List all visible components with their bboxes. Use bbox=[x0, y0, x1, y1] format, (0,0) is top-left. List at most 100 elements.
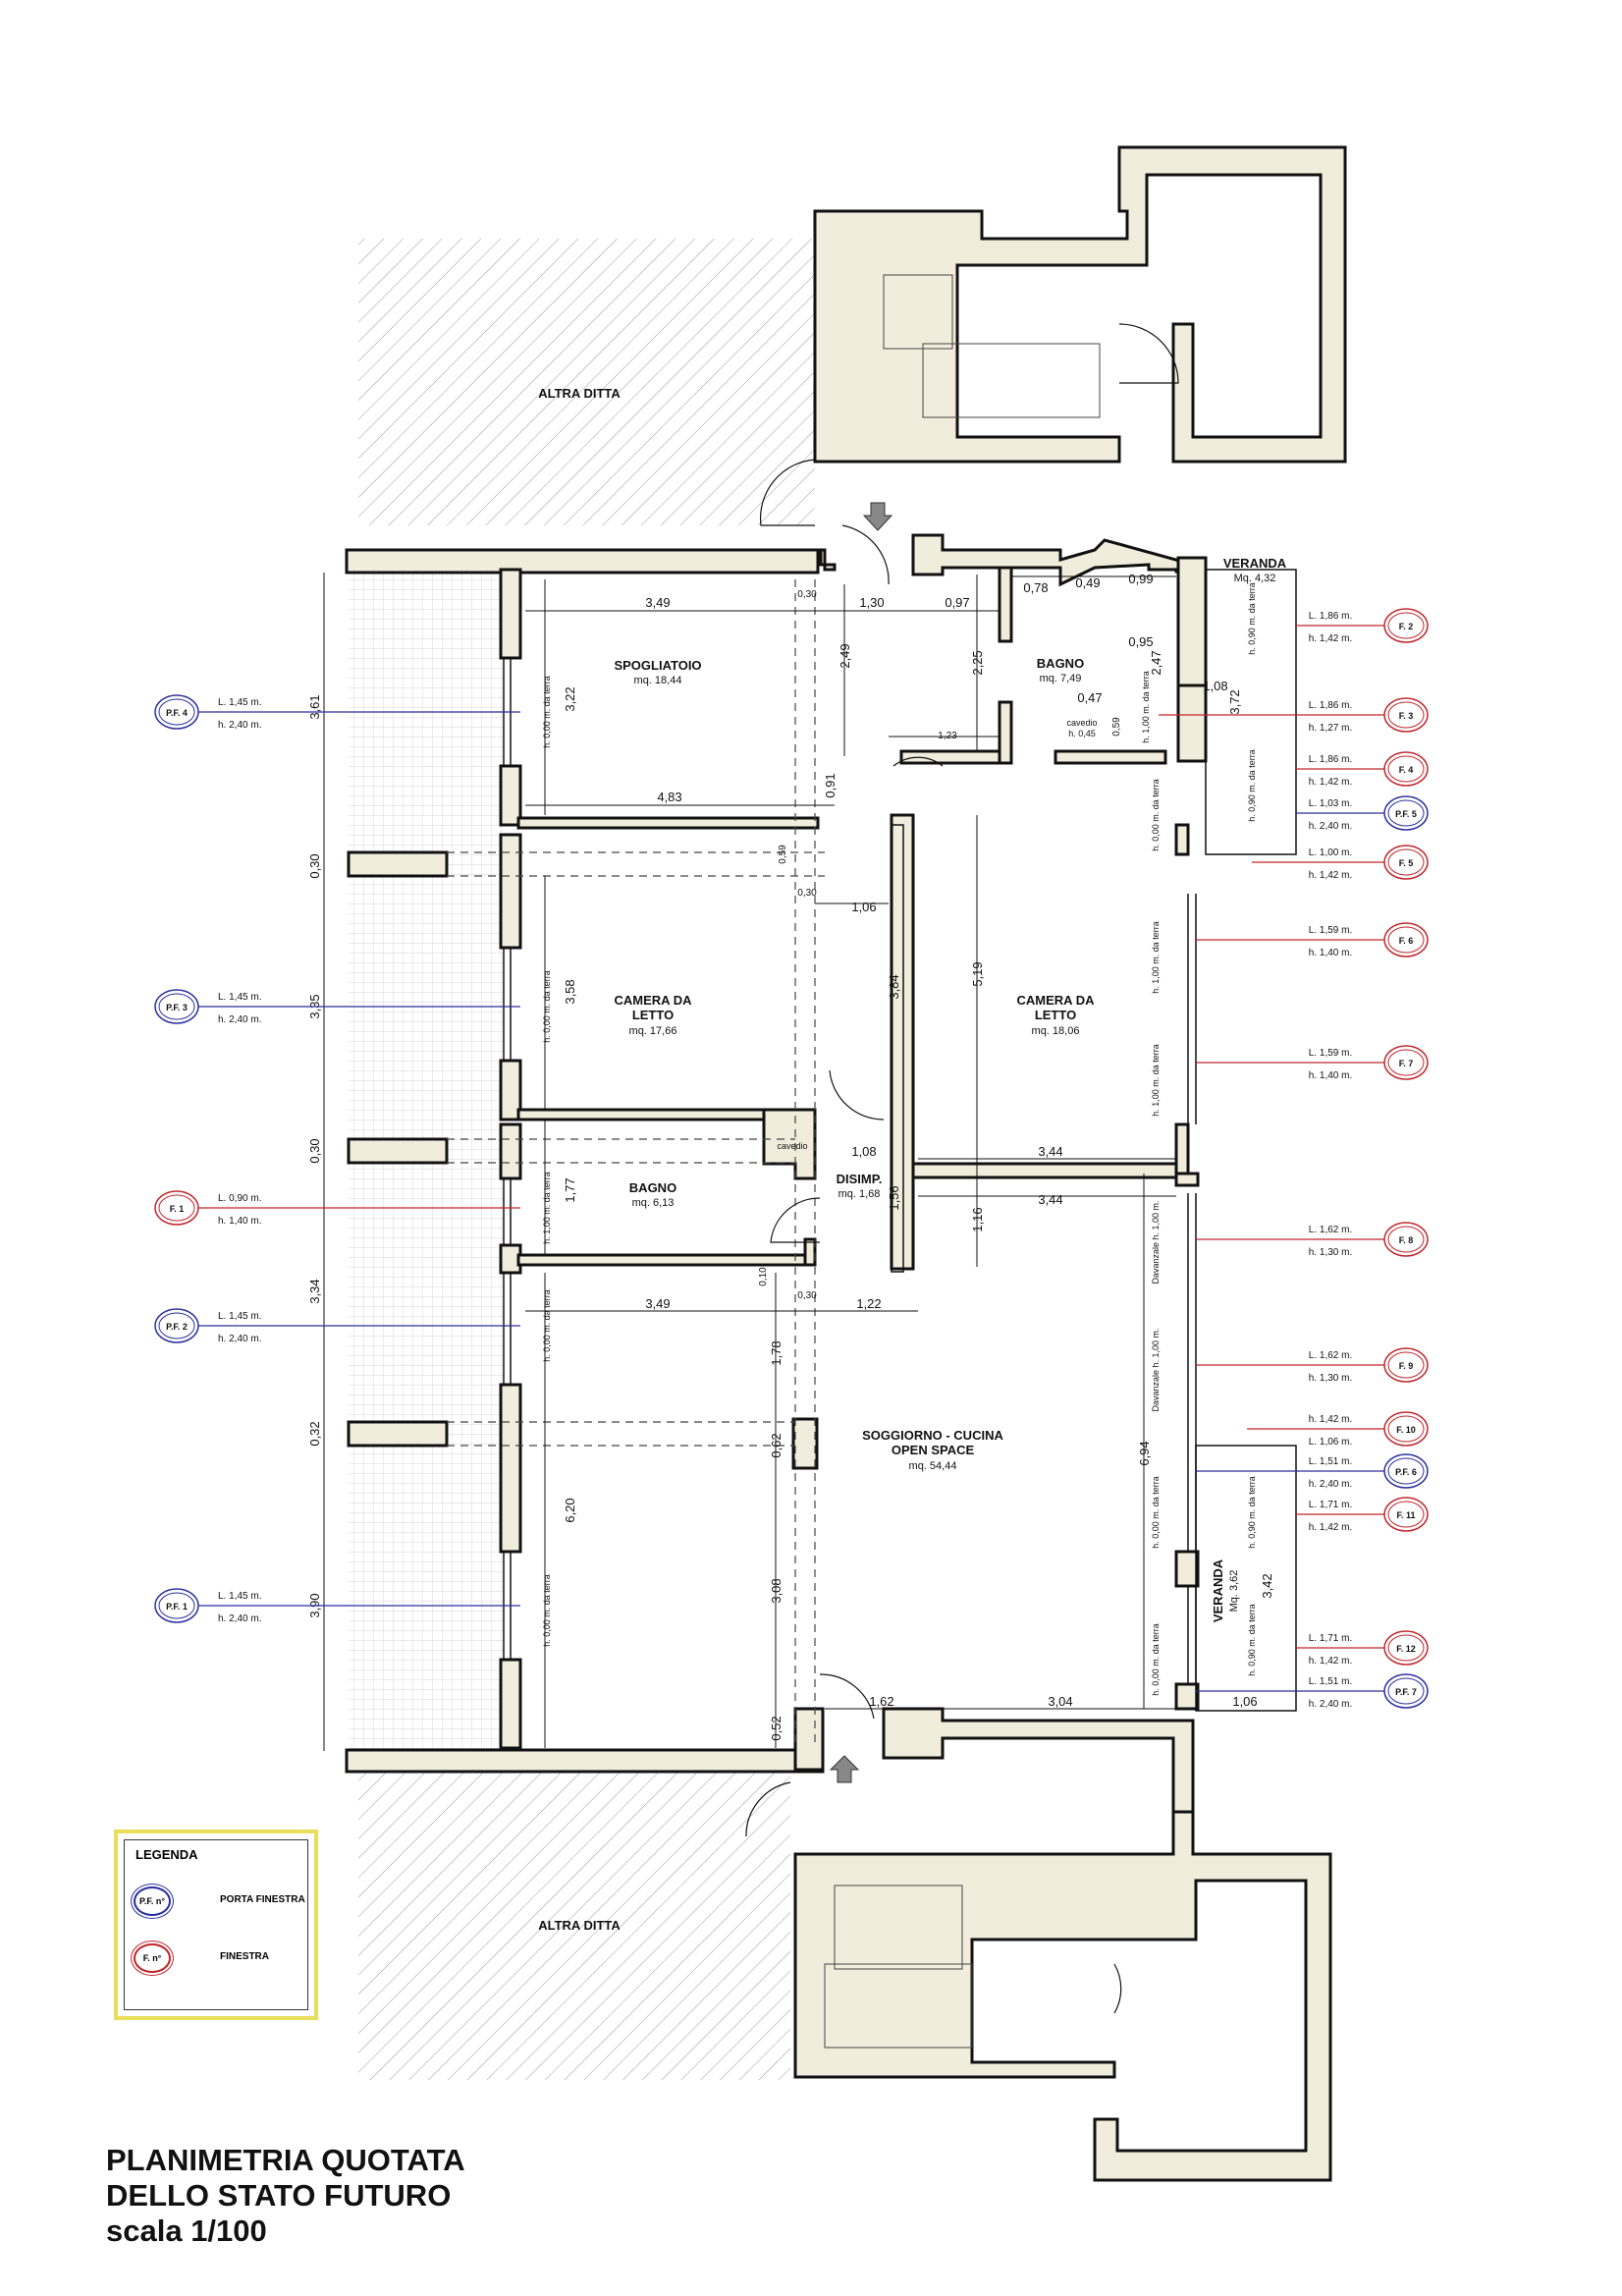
left-wall-1 bbox=[499, 568, 522, 660]
neighbor-label-top: ALTRA DITTA bbox=[538, 386, 621, 401]
svg-text:h. 1,42 m.: h. 1,42 m. bbox=[1309, 633, 1352, 644]
dim-372: 3,72 bbox=[1227, 689, 1242, 714]
svg-text:h. 2,40 m.: h. 2,40 m. bbox=[1309, 821, 1352, 832]
legend-pf-label: PORTA FINESTRA bbox=[220, 1894, 305, 1905]
legend: LEGENDA P.F. n° PORTA FINESTRA F. n° FIN… bbox=[114, 1830, 318, 2020]
dim-106: 1,06 bbox=[851, 900, 876, 914]
bottom-wall-right bbox=[882, 1707, 1195, 1814]
right-opening-tag-10: P.F. 6 bbox=[1395, 1467, 1417, 1477]
left-opening-2: F. 1L. 0,90 m.h. 1,40 m. bbox=[154, 1190, 520, 1227]
svg-text:L. 1,71 m.: L. 1,71 m. bbox=[1309, 1633, 1352, 1644]
right-opening-tag-0: F. 2 bbox=[1399, 622, 1414, 631]
sill-note-17: h. 0,90 m. da terra bbox=[1247, 1604, 1257, 1676]
svg-text:L. 1,86 m.: L. 1,86 m. bbox=[1309, 700, 1352, 711]
room-camera-2-line2: LETTO bbox=[1035, 1008, 1076, 1022]
sill-note-8: h. 1,00 m. da terra bbox=[1151, 921, 1161, 994]
svg-text:h. 1,40 m.: h. 1,40 m. bbox=[1309, 948, 1352, 958]
legend-f-label: FINESTRA bbox=[220, 1951, 269, 1962]
sill-note-15: h. 0,90 m. da terra bbox=[1247, 749, 1257, 822]
dim-010: 0,10 bbox=[758, 1267, 769, 1286]
right-opening-tag-9: F. 10 bbox=[1396, 1425, 1416, 1435]
room-soggiorno-area: mq. 54,44 bbox=[909, 1460, 957, 1472]
partition-bagno-right bbox=[803, 1237, 817, 1267]
sill-note-11: Davanzale h. 1,00 m. bbox=[1151, 1328, 1161, 1411]
stair-block-top bbox=[813, 145, 1347, 464]
neighbor-area-top bbox=[358, 239, 815, 525]
legend-title: LEGENDA bbox=[135, 1847, 198, 1862]
top-wall-right bbox=[911, 533, 1185, 587]
dim-052: 0,52 bbox=[769, 1716, 784, 1740]
dimension-values: 3,61 0,30 3,35 0,30 3,34 0,32 3,90 3,49 … bbox=[307, 572, 1274, 1741]
dim-308: 3,08 bbox=[769, 1578, 784, 1603]
right-opening-10: P.F. 6 L. 1,51 m. h. 2,40 m. bbox=[1196, 1453, 1429, 1490]
svg-text:h. 1,42 m.: h. 1,42 m. bbox=[1309, 777, 1352, 788]
svg-text:h. 1,27 m.: h. 1,27 m. bbox=[1309, 723, 1352, 734]
dimension-lines bbox=[323, 573, 1176, 1751]
dim-091: 0,91 bbox=[823, 773, 838, 797]
terrace-stub-1 bbox=[347, 850, 449, 878]
dim-322: 3,22 bbox=[563, 686, 577, 711]
right-opening-tag-13: P.F. 7 bbox=[1395, 1687, 1417, 1697]
dim-694: 6,94 bbox=[1137, 1441, 1152, 1465]
svg-text:L. 1,51 m.: L. 1,51 m. bbox=[1309, 1456, 1352, 1467]
title-scale: scala 1/100 bbox=[106, 2214, 267, 2248]
dim-304: 3,04 bbox=[1048, 1694, 1072, 1709]
dim-left-6: 0,32 bbox=[307, 1421, 322, 1446]
left-wall-7 bbox=[499, 1383, 522, 1554]
room-camera-2: CAMERA DA bbox=[1017, 993, 1096, 1008]
dim-108b: 1,08 bbox=[851, 1144, 876, 1159]
sill-note-7: h. 0,00 m. da terra bbox=[1151, 779, 1161, 851]
right-opening-5: F. 6L. 1,59 m.h. 1,40 m. bbox=[1196, 922, 1429, 958]
cavedio-label: cavedio bbox=[1066, 718, 1097, 728]
room-camera-1: CAMERA DA bbox=[615, 993, 693, 1008]
svg-text:L. 1,51 m.: L. 1,51 m. bbox=[1309, 1676, 1352, 1687]
left-opening-tag-4: P.F. 1 bbox=[166, 1602, 188, 1612]
right-wall-3 bbox=[1174, 1122, 1190, 1175]
right-opening-tag-11: F. 11 bbox=[1396, 1510, 1415, 1520]
room-camera-2-area: mq. 18,06 bbox=[1032, 1025, 1080, 1037]
partition-spogliatoio-camera bbox=[516, 816, 820, 830]
svg-text:L. 1,71 m.: L. 1,71 m. bbox=[1309, 1500, 1352, 1510]
dim-left-1: 3,61 bbox=[307, 694, 322, 719]
sill-notes: h. 0,00 m. da terra h. 0,00 m. da terra … bbox=[542, 582, 1257, 1696]
entrance-arrow-top bbox=[862, 502, 893, 531]
legend-row-f: F. n° FINESTRA bbox=[134, 1943, 269, 1973]
room-bagno-1-area: mq. 7,49 bbox=[1040, 673, 1082, 684]
room-camera-1-line2: LETTO bbox=[632, 1008, 674, 1022]
stairs bbox=[824, 274, 1101, 2049]
right-opening-6: F. 7L. 1,59 m.h. 1,40 m. bbox=[1196, 1045, 1429, 1081]
right-opening-9: F. 10h. 1,42 m.L. 1,06 m. bbox=[1247, 1411, 1429, 1448]
svg-text:h. 1,42 m.: h. 1,42 m. bbox=[1309, 1522, 1352, 1533]
bottom-wall-left bbox=[345, 1748, 825, 1774]
top-wall bbox=[347, 548, 837, 572]
left-opening-tag-0: P.F. 4 bbox=[166, 708, 188, 718]
dim-049: 0,49 bbox=[1075, 575, 1100, 590]
svg-text:L. 1,06 m.: L. 1,06 m. bbox=[1309, 1437, 1352, 1448]
dim-123: 1,23 bbox=[938, 731, 957, 741]
opening-callouts: P.F. 4L. 1,45 m.h. 2,40 m.P.F. 3L. 1,45 … bbox=[154, 608, 1429, 1710]
svg-text:h. 2,40 m.: h. 2,40 m. bbox=[1309, 1479, 1352, 1490]
cavedio-height: h. 0,45 bbox=[1068, 729, 1096, 738]
bagno-bottom bbox=[1054, 749, 1167, 765]
right-wall-5 bbox=[1174, 1550, 1200, 1588]
dim-342: 3,42 bbox=[1260, 1573, 1274, 1598]
left-wall-5 bbox=[499, 1122, 522, 1180]
dim-483: 4,83 bbox=[657, 790, 681, 804]
veranda-top-wall bbox=[1176, 556, 1208, 687]
right-opening-tag-2: F. 4 bbox=[1399, 765, 1414, 775]
svg-text:L. 1,59 m.: L. 1,59 m. bbox=[1309, 1048, 1352, 1059]
dim-030b: 0,30 bbox=[797, 888, 817, 899]
left-wall-3 bbox=[499, 833, 522, 950]
svg-text:L. 1,45 m.: L. 1,45 m. bbox=[218, 1591, 261, 1602]
svg-text:h. 2,40 m.: h. 2,40 m. bbox=[218, 1014, 261, 1025]
sill-note-3: h. 1,00 m. da terra bbox=[542, 1172, 552, 1244]
dim-349b: 3,49 bbox=[645, 1296, 670, 1311]
svg-text:L. 1,45 m.: L. 1,45 m. bbox=[218, 1311, 261, 1322]
sill-note-16: h. 0,90 m. da terra bbox=[1247, 1476, 1257, 1549]
svg-text:L. 1,62 m.: L. 1,62 m. bbox=[1309, 1225, 1352, 1235]
svg-text:h. 1,40 m.: h. 1,40 m. bbox=[218, 1216, 261, 1227]
sill-note-12: h. 0,00 m. da terra bbox=[1151, 1476, 1161, 1549]
sill-note-1: h. 0,00 m. da terra bbox=[542, 676, 552, 748]
dim-156: 1,56 bbox=[887, 1185, 901, 1210]
left-opening-4: P.F. 1L. 1,45 m.h. 2,40 m. bbox=[154, 1588, 520, 1624]
